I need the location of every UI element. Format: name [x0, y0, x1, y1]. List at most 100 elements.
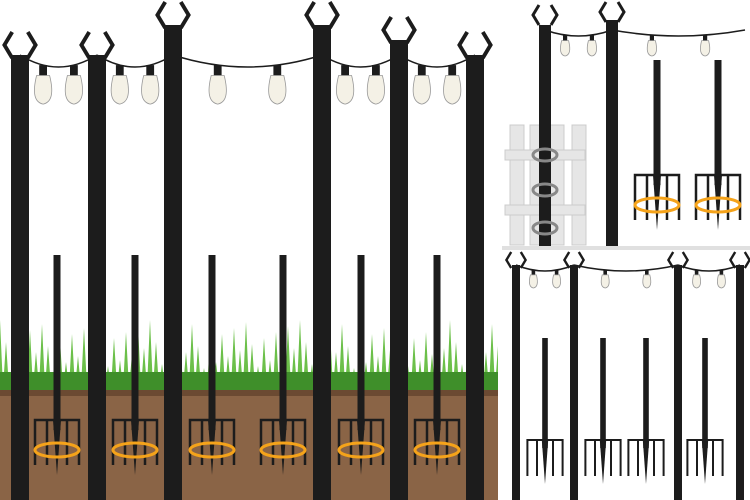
top-right-string-light-wire: [611, 29, 746, 37]
ground-stake-spike: [701, 440, 709, 484]
main-string-light-bulb-socket: [372, 65, 380, 76]
bottom-right-string-light-bulb-socket: [645, 270, 649, 275]
main-string-light-bulb-glass: [268, 75, 287, 105]
top-right-string-light-bulb-socket: [563, 35, 568, 41]
ground-stake-orange-ring: [259, 441, 307, 459]
soil-edge: [0, 390, 498, 396]
ground-stake-rod: [600, 338, 606, 448]
ground-stake-spike: [714, 175, 722, 230]
ground-stake-fork: [188, 418, 236, 475]
main-string-light-bulb-socket: [39, 65, 47, 76]
main-string-light-bulb-socket: [448, 65, 457, 76]
ground-stake-fork: [584, 439, 622, 484]
top-right-string-light-bulb-glass: [586, 40, 597, 57]
main-string-light-bulb-socket: [115, 65, 124, 76]
fence-picket: [509, 124, 525, 246]
main-string-light-bulb-glass: [141, 75, 160, 105]
fence-clamp: [531, 147, 559, 163]
ground-stake-fork: [337, 418, 385, 475]
tall-pole: [466, 55, 484, 500]
main-string-light-bulb-socket: [146, 65, 155, 76]
ground-stake-spike: [642, 440, 650, 484]
ground-stake-rod: [542, 338, 548, 448]
main-string-light-bulb-socket: [273, 65, 282, 76]
ground-stake-spike: [208, 420, 216, 475]
ground-stake-fork: [686, 439, 724, 484]
ground-stake-orange-ring: [413, 441, 461, 459]
pole-hook: [2, 30, 38, 60]
tall-pole: [674, 265, 682, 500]
pole-hook: [505, 251, 527, 269]
top-right-string-light-bulb-glass: [646, 40, 657, 57]
ground-stake-rod: [53, 255, 61, 430]
grass-base: [0, 372, 498, 392]
ground-stake-rod: [433, 255, 441, 430]
pole-hook: [531, 4, 559, 26]
top-right-string-light-bulb-socket: [703, 35, 708, 41]
ground-stake-orange-ring: [188, 441, 236, 459]
ground-stake-fork: [111, 418, 159, 475]
ground-stake-spike: [357, 420, 365, 475]
tall-pole: [570, 265, 578, 500]
top-right-string-light-bulb-socket: [649, 35, 654, 41]
main-string-light-bulb-glass: [34, 75, 53, 105]
pole-hook: [304, 0, 340, 30]
ground-stake-rod: [357, 255, 365, 430]
bottom-right-string-light-wire: [573, 264, 679, 272]
fence-clamp: [531, 182, 559, 198]
main-string-light-bulb-socket: [417, 65, 426, 76]
bottom-right-string-light-bulb-glass: [692, 274, 701, 289]
top-right-string-light-bulb-socket: [589, 35, 594, 41]
fence-picket: [571, 124, 587, 246]
ground-stake-orange-ring: [111, 441, 159, 459]
pole-hook: [457, 30, 493, 60]
main-string-light-bulb-glass: [336, 75, 355, 105]
top-right-string-light-wire: [544, 29, 613, 37]
pole-hook: [598, 1, 626, 23]
ground-stake-rod: [702, 338, 708, 448]
bottom-right-string-light-bulb-socket: [719, 270, 724, 275]
fence-clamp: [531, 220, 559, 236]
main-string-light-wire: [172, 54, 323, 68]
ground-stake-spike: [433, 420, 441, 475]
pole-hook: [563, 251, 585, 269]
top-right-string-light-bulb-glass: [560, 40, 571, 57]
top-right-string-light-bulb-glass: [700, 40, 711, 57]
main-string-light-bulb-glass: [412, 75, 431, 105]
ground-stake-spike: [53, 420, 61, 475]
ground-stake-rod: [279, 255, 287, 430]
bottom-right-string-light-bulb-glass: [552, 274, 561, 289]
ground-stake-rod: [714, 60, 722, 185]
main-string-light-bulb-glass: [443, 75, 462, 105]
ground-stake-rod: [208, 255, 216, 430]
ground-stake-spike: [653, 175, 661, 230]
bottom-right-string-light-bulb-socket: [603, 270, 607, 275]
bottom-right-string-light-bulb-socket: [694, 270, 699, 275]
panel-divider: [498, 0, 502, 500]
main-string-light-bulb-glass: [208, 75, 227, 105]
ground-stake-fork: [33, 418, 81, 475]
main-string-light-bulb-socket: [341, 65, 349, 76]
ground-stake-spike: [131, 420, 139, 475]
tall-pole: [736, 265, 744, 500]
pole-hook: [79, 30, 115, 60]
main-string-light-bulb-glass: [64, 75, 83, 105]
bottom-right-string-light-bulb-socket: [554, 270, 559, 275]
main-string-light-bulb-glass: [366, 75, 385, 105]
bottom-right-string-light-bulb-glass: [600, 274, 610, 289]
bottom-right-string-light-bulb-socket: [531, 270, 536, 275]
ground-stake-fork: [627, 439, 665, 484]
main-string-light-bulb-socket: [70, 65, 78, 76]
panel-divider: [502, 246, 750, 250]
ground-stake-orange-ring: [337, 441, 385, 459]
tall-pole: [313, 25, 331, 500]
tall-pole: [164, 25, 182, 500]
ground-stake-rod: [643, 338, 649, 448]
bottom-right-string-light-bulb-glass: [717, 274, 726, 289]
pole-hook: [667, 251, 689, 269]
ground-stake-orange-ring: [694, 196, 742, 214]
ground-stake-fork: [259, 418, 307, 475]
main-string-light-bulb-socket: [213, 65, 222, 76]
